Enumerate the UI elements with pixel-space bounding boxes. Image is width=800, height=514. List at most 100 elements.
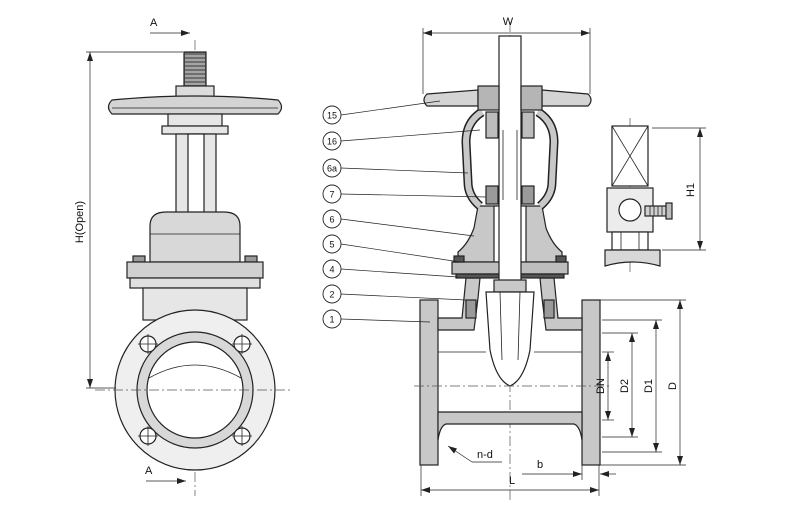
dim-l-arrow-left bbox=[421, 487, 430, 493]
dim-d2-arrow-top bbox=[629, 333, 635, 342]
dim-w-arrow-right bbox=[581, 30, 590, 36]
left-end-flange bbox=[419, 299, 439, 466]
section-mark-top-arrow bbox=[181, 30, 190, 36]
bonnet-flange bbox=[126, 261, 264, 279]
dim-h1: H1 bbox=[652, 127, 706, 251]
stem-threads bbox=[185, 55, 205, 85]
dim-h1-arrow-top bbox=[697, 128, 703, 137]
dim-n-d-arrow bbox=[448, 446, 457, 454]
stem-nut-right bbox=[521, 185, 535, 205]
stem-bushing-right bbox=[521, 111, 535, 139]
dim-dn: DN bbox=[595, 352, 611, 420]
yoke-arm-right bbox=[536, 109, 558, 209]
dim-d2-label: D2 bbox=[619, 379, 631, 393]
dim-n-d: n-d bbox=[447, 445, 502, 463]
dim-n-d-label: n-d bbox=[477, 449, 493, 461]
dim-b-label: b bbox=[537, 459, 543, 471]
yoke-stem bbox=[187, 133, 205, 215]
callout: 2 bbox=[322, 284, 467, 304]
handwheel-hub-left bbox=[477, 85, 500, 111]
handwheel-left bbox=[423, 89, 479, 107]
yoke-arm-left bbox=[462, 109, 484, 209]
callout-circle bbox=[322, 234, 342, 254]
callout-leader bbox=[340, 243, 461, 263]
detail-clamp-hole bbox=[618, 198, 642, 222]
callout-number: 15 bbox=[327, 111, 337, 121]
body-bottom-wall bbox=[437, 411, 583, 441]
dim-b-arrow-left bbox=[573, 471, 582, 477]
callout-number: 6 bbox=[329, 215, 334, 225]
callout-circle bbox=[322, 158, 342, 178]
dim-l-arrow-right bbox=[590, 487, 599, 493]
stem-collar bbox=[493, 279, 527, 293]
callout: 1 bbox=[322, 309, 431, 329]
handwheel bbox=[107, 95, 283, 115]
dim-d1-label: D1 bbox=[643, 379, 655, 393]
callout-number: 4 bbox=[329, 265, 334, 275]
section-mark-bottom: A bbox=[145, 465, 186, 484]
callout-circle bbox=[322, 259, 342, 279]
detail-base bbox=[604, 249, 661, 267]
diameter-extension-lines bbox=[600, 299, 686, 466]
dim-h1-arrow-bottom bbox=[697, 241, 703, 250]
bonnet-bolt-right bbox=[244, 255, 258, 263]
callout-circle bbox=[322, 131, 342, 151]
section-mark-bottom-label: A bbox=[145, 465, 153, 477]
gate-edge-arc bbox=[148, 364, 242, 379]
handwheel-right bbox=[541, 89, 592, 107]
callout-number: 7 bbox=[329, 190, 334, 200]
right-end-flange bbox=[581, 299, 601, 466]
detail-view: H1 bbox=[604, 118, 706, 272]
handwheel-hub-right bbox=[520, 85, 543, 111]
dim-b-arrow-right bbox=[600, 471, 609, 477]
callout-number: 5 bbox=[329, 240, 334, 250]
seat-ring-left bbox=[465, 299, 477, 319]
callout-circle bbox=[322, 184, 342, 204]
dim-d-arrow-top bbox=[677, 300, 683, 309]
callout-leader bbox=[340, 268, 459, 278]
callout-number: 6a bbox=[327, 164, 337, 174]
stem-bushing-left bbox=[485, 111, 499, 139]
callout: 6 bbox=[322, 209, 475, 237]
callout-leader bbox=[340, 318, 431, 323]
section-mark-top: A bbox=[150, 17, 190, 36]
section-mark-bottom-arrow bbox=[177, 478, 186, 484]
detail-lower-block bbox=[611, 231, 649, 251]
callout-leader bbox=[340, 100, 441, 116]
detail-bolt-nut bbox=[665, 202, 673, 220]
callout-leader bbox=[340, 218, 475, 237]
bolt-hole bbox=[138, 334, 158, 354]
dim-dn-arrow-top bbox=[605, 352, 611, 361]
callout-circle bbox=[322, 209, 342, 229]
dim-w-arrow-left bbox=[423, 30, 432, 36]
wedge-slot-line bbox=[517, 291, 521, 361]
callout-number: 16 bbox=[327, 137, 337, 147]
detail-cross-line bbox=[611, 125, 649, 187]
dim-h-open-label: H(Open) bbox=[74, 201, 86, 243]
callout: 4 bbox=[322, 259, 459, 279]
dim-h-open-arrow-top bbox=[87, 52, 93, 61]
stem-nut-left bbox=[485, 185, 499, 205]
dim-l-label: L bbox=[509, 475, 515, 487]
dim-l: L bbox=[420, 465, 600, 496]
callout-circle bbox=[322, 309, 342, 329]
dim-dn-arrow-bottom bbox=[605, 411, 611, 420]
bolt-hole bbox=[138, 426, 158, 446]
bolt-hole bbox=[232, 334, 252, 354]
callout: 5 bbox=[322, 234, 461, 263]
dim-d2: D2 bbox=[619, 333, 635, 437]
dim-d1: D1 bbox=[643, 320, 659, 452]
wedge bbox=[485, 291, 535, 387]
section-mark-top-label: A bbox=[150, 17, 158, 29]
stem bbox=[498, 35, 522, 293]
dim-d1-arrow-top bbox=[653, 320, 659, 329]
wedge-slot-line bbox=[499, 291, 503, 361]
detail-bolt bbox=[644, 205, 668, 217]
dim-d: D bbox=[667, 300, 683, 465]
callout: 7 bbox=[322, 184, 487, 204]
front-view: H(Open) A A bbox=[74, 17, 292, 496]
callout-leader bbox=[340, 167, 469, 174]
dim-d2-arrow-bottom bbox=[629, 428, 635, 437]
bonnet-bolt-left bbox=[132, 255, 146, 263]
